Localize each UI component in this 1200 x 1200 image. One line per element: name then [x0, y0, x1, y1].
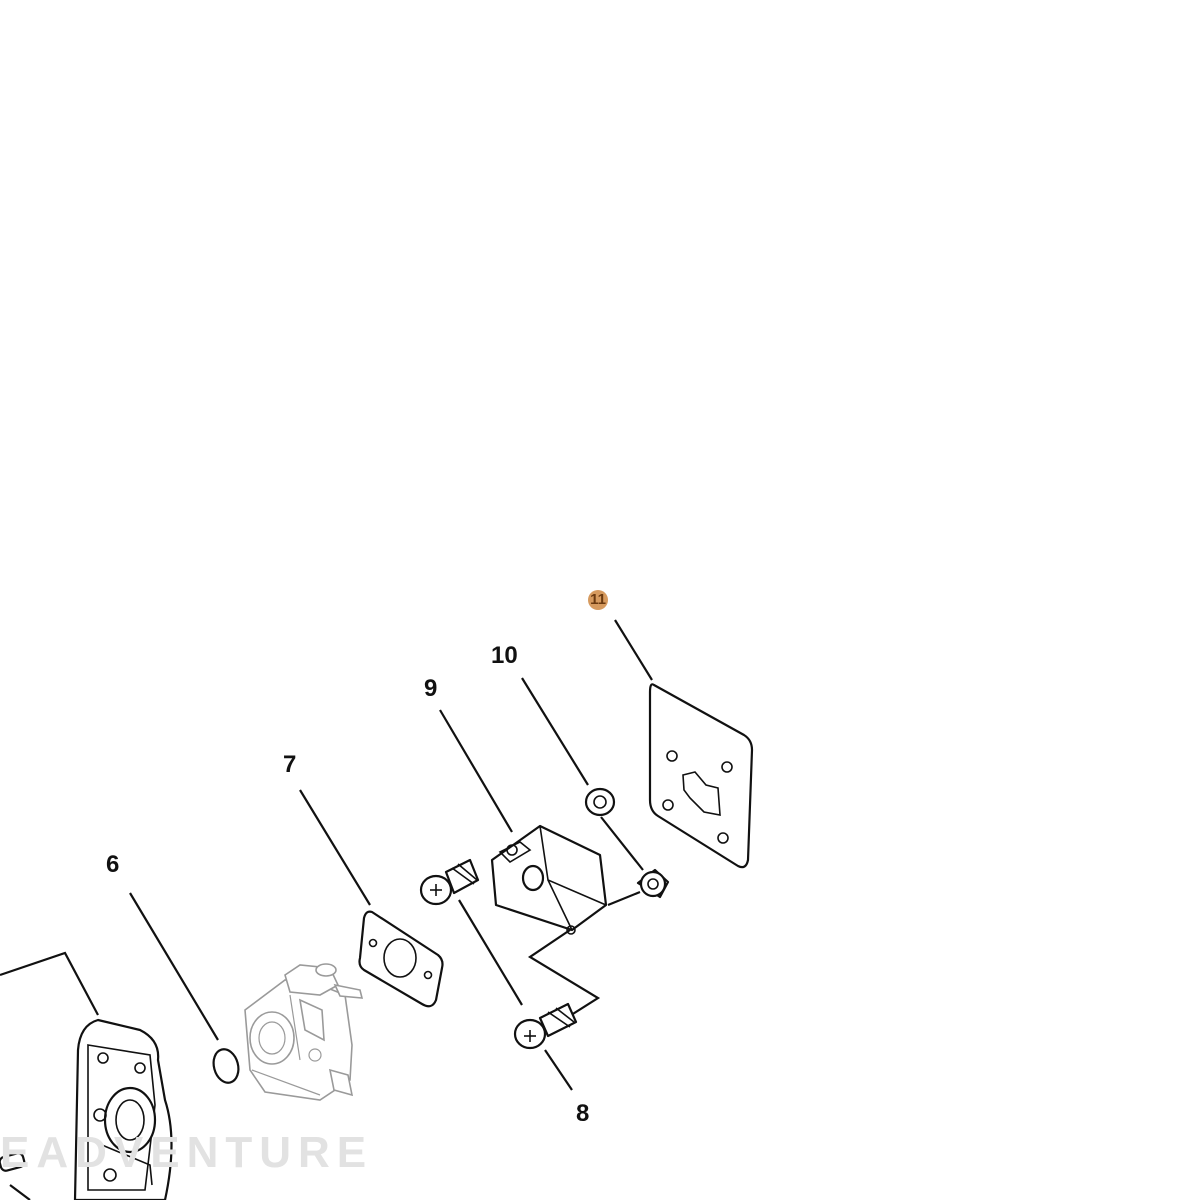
leader-line-9 [439, 709, 513, 833]
spacer-block-part-9 [490, 824, 608, 935]
screws-part-8 [419, 858, 578, 1050]
leader-line-6 [129, 892, 219, 1041]
leader-lines [0, 619, 653, 1091]
leader-line-spacer-to-flange [607, 890, 641, 907]
callout-10: 10 [491, 642, 518, 669]
callout-9: 9 [424, 675, 438, 702]
leader-line-screw-zigzag [527, 929, 601, 1018]
gasket-part-11 [648, 683, 754, 869]
leader-line-screw-path [458, 899, 523, 1006]
carburetor [244, 963, 364, 1101]
leader-line-8 [544, 1049, 573, 1091]
callout-11-highlight[interactable]: 11 [588, 590, 608, 610]
screw-upper [419, 858, 480, 906]
callout-7: 7 [283, 751, 297, 778]
watermark-text: EADVENTURE [0, 1128, 374, 1177]
callout-6: 6 [106, 851, 120, 878]
screw-lower [513, 1002, 578, 1050]
callout-8: 8 [576, 1100, 590, 1127]
o-ring-part-6 [212, 1048, 240, 1084]
leader-line-10 [521, 677, 589, 786]
leader-line-11 [614, 619, 653, 681]
spacer-sleeve-part-10 [584, 787, 670, 899]
leader-line-part-left [0, 951, 99, 1016]
leader-line-7 [299, 789, 371, 906]
gasket-part-7 [358, 910, 444, 1008]
crankcase-cover [0, 1018, 173, 1200]
leader-line-spacer-link [600, 816, 644, 871]
